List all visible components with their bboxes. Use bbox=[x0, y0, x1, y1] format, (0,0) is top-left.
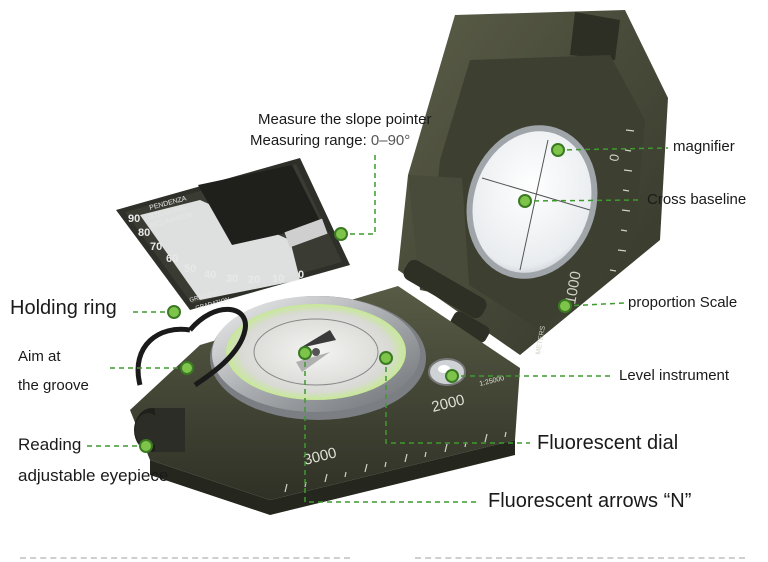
callout-dot-level bbox=[445, 369, 459, 383]
callout-lines bbox=[86, 147, 669, 503]
callout-dot-cross-baseline bbox=[518, 194, 532, 208]
label-magnifier: magnifier bbox=[673, 138, 735, 155]
compass-dial bbox=[210, 296, 426, 420]
label-reading-line2: adjustable eyepiece bbox=[18, 466, 169, 485]
callout-dot-arrows bbox=[298, 346, 312, 360]
lid-scale-1000: 1000 bbox=[562, 270, 585, 306]
callout-dot-dial bbox=[379, 351, 393, 365]
label-cross-baseline: Cross baseline bbox=[647, 191, 747, 208]
label-holding-ring: Holding ring bbox=[10, 297, 117, 319]
bottom-divider-right bbox=[415, 557, 745, 559]
clinometer-scale: 0 10 20 30 40 50 60 70 80 90 bbox=[128, 213, 304, 286]
callout-line-arrows bbox=[304, 353, 480, 503]
label-reading-line1: Reading bbox=[18, 435, 82, 454]
clino-tick: 10 bbox=[272, 273, 284, 285]
label-measuring-range-value: 0–90° bbox=[370, 132, 411, 149]
label-aim-line2: the groove bbox=[18, 377, 89, 394]
label-measuring-range: Measuring range: 0–90° bbox=[250, 132, 410, 149]
label-level-instrument: Level instrument bbox=[619, 367, 730, 384]
callout-line-dial bbox=[385, 358, 530, 444]
clino-tick: 60 bbox=[166, 253, 178, 265]
callout-dot-proportion bbox=[558, 299, 572, 313]
callout-dot-magnifier bbox=[551, 143, 565, 157]
callout-dot-holding-ring bbox=[167, 305, 181, 319]
callout-dots bbox=[139, 143, 572, 453]
label-fluorescent-arrows: Fluorescent arrows “N” bbox=[488, 490, 692, 512]
hinge bbox=[403, 259, 490, 343]
clino-tick: 20 bbox=[248, 274, 260, 286]
bottom-divider-left bbox=[20, 557, 350, 559]
callout-dot-aim bbox=[180, 361, 194, 375]
clinometer-plate bbox=[116, 158, 350, 310]
label-measuring-range-prefix: Measuring range: bbox=[250, 132, 367, 149]
clino-tick: 30 bbox=[226, 273, 238, 285]
clino-tick: 40 bbox=[204, 269, 216, 281]
label-slope-pointer: Measure the slope pointer bbox=[258, 111, 432, 128]
callout-dot-reading bbox=[139, 439, 153, 453]
clino-tick: 0 bbox=[298, 269, 304, 281]
callout-line-cross-baseline bbox=[524, 199, 641, 202]
callout-line-slope bbox=[341, 152, 376, 235]
label-aim-line1: Aim at bbox=[18, 348, 61, 365]
clino-tick: 70 bbox=[150, 241, 162, 253]
callout-line-proportion bbox=[564, 302, 625, 307]
label-proportion-scale: proportion Scale bbox=[628, 294, 738, 311]
label-fluorescent-dial: Fluorescent dial bbox=[537, 432, 679, 454]
holding-ring-arm bbox=[135, 326, 191, 386]
clino-tick: 50 bbox=[184, 263, 196, 275]
holding-ring bbox=[188, 306, 248, 388]
lid-scale-zero: 0 bbox=[606, 153, 622, 163]
clino-tick: 90 bbox=[128, 213, 140, 225]
callout-dot-slope bbox=[334, 227, 348, 241]
callout-line-magnifier bbox=[557, 147, 669, 151]
compass-lid bbox=[398, 10, 668, 355]
clino-tick: 80 bbox=[138, 227, 150, 239]
eyepiece-knob bbox=[134, 408, 185, 452]
